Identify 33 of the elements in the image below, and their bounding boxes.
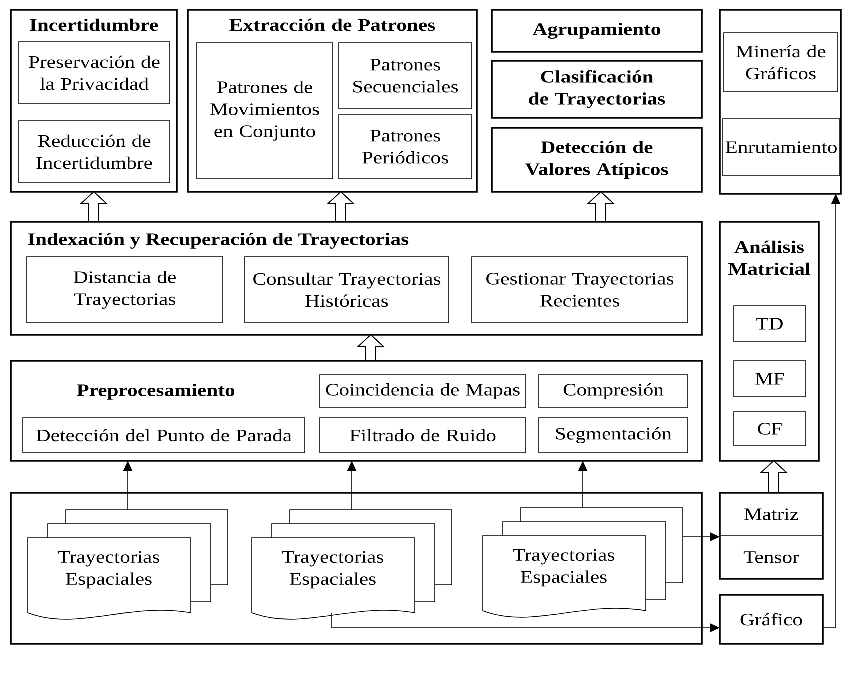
process-box: Minería de Gráficos bbox=[724, 32, 838, 92]
document-stack: Trayectorias Espaciales bbox=[482, 508, 684, 618]
process-box: Compresión bbox=[538, 374, 688, 408]
process-box: Preservación de la Privacidad bbox=[18, 42, 170, 104]
process-box: Distancia de Trayectorias bbox=[26, 256, 224, 324]
block-arrow bbox=[356, 334, 386, 362]
document-stack: Trayectorias Espaciales bbox=[252, 510, 452, 620]
process-box: Gestionar Trayectorias Recientes bbox=[472, 256, 688, 324]
process-box: Patrones Periódicos bbox=[338, 114, 472, 180]
split-box: Matriz Tensor bbox=[719, 492, 824, 580]
panel-box bbox=[10, 492, 703, 645]
block-arrow bbox=[586, 191, 616, 222]
block-arrow bbox=[326, 191, 356, 222]
stage-box: Agrupamiento bbox=[491, 9, 703, 53]
process-box: Filtrado de Ruido bbox=[320, 418, 526, 454]
block-arrow bbox=[760, 460, 788, 494]
process-box: Coincidencia de Mapas bbox=[320, 374, 526, 408]
panel-box bbox=[719, 9, 842, 195]
process-box: Reducción de Incertidumbre bbox=[18, 120, 170, 184]
stage-box: Detección de Valores Atípicos bbox=[491, 127, 703, 193]
block-arrow bbox=[80, 191, 108, 222]
process-box: Patrones Secuenciales bbox=[338, 42, 472, 110]
process-box: Segmentación bbox=[538, 418, 688, 454]
process-box: MF bbox=[734, 360, 806, 398]
stage-box: Clasificación de Trayectorias bbox=[491, 60, 703, 119]
process-box: Enrutamiento bbox=[722, 118, 840, 176]
process-box: Detección del Punto de Parada bbox=[22, 418, 306, 454]
process-box: Patrones de Movimientos en Conjunto bbox=[196, 42, 334, 180]
process-box: CF bbox=[734, 412, 806, 446]
document-stack: Trayectorias Espaciales bbox=[28, 510, 228, 620]
process-box: Consultar Trayectorias Históricas bbox=[244, 256, 450, 324]
process-box: Gráfico bbox=[719, 594, 824, 645]
process-box: TD bbox=[734, 306, 806, 342]
